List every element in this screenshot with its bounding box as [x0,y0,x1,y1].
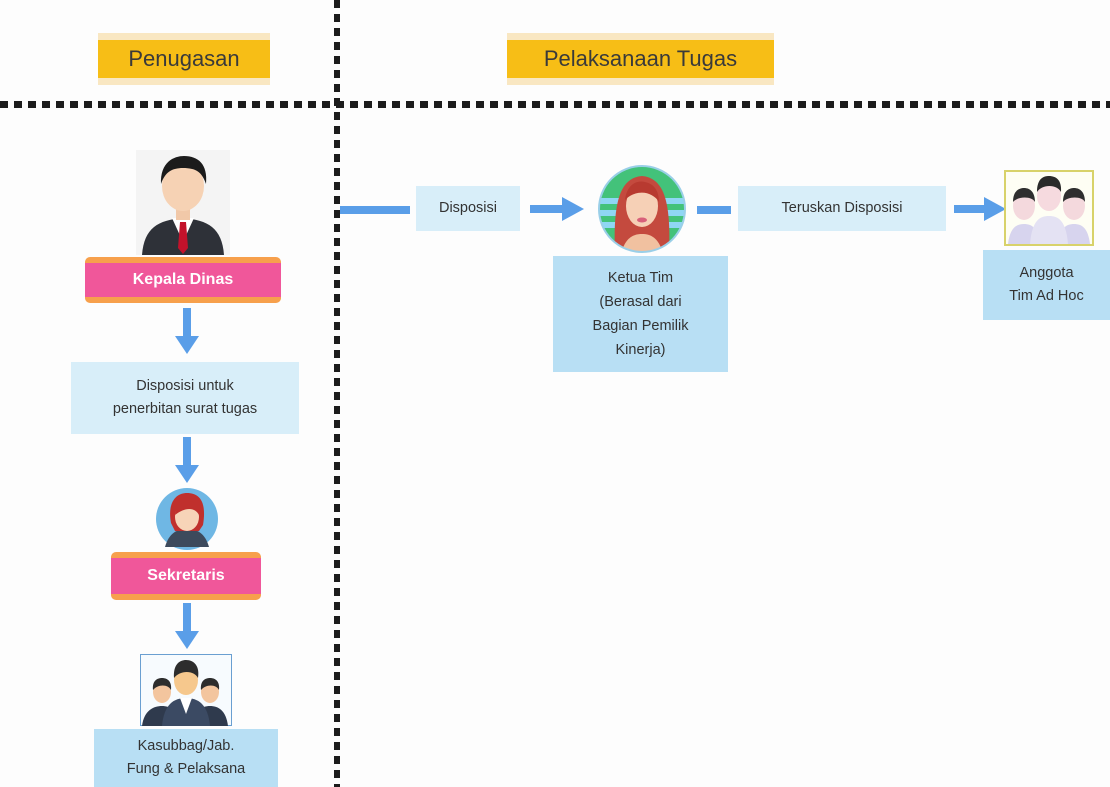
arrow-down-icon [175,308,199,356]
team-icon [140,654,232,726]
header-pelaksanaan-tugas: Pelaksanaan Tugas [507,33,774,85]
box-disposisi: Disposisi [416,186,520,231]
box-disposisi-surat-tugas: Disposisi untuk penerbitan surat tugas [71,362,299,434]
woman-avatar-icon [155,487,219,551]
vertical-divider [334,0,340,787]
arrow-right-icon [954,197,1006,221]
role-sekretaris: Sekretaris [111,552,261,600]
box-teruskan-disposisi: Teruskan Disposisi [738,186,946,231]
box-kasubbag: Kasubbag/Jab. Fung & Pelaksana [94,729,278,787]
connector-line [340,206,410,214]
man-suit-icon [136,150,230,255]
role-kepala-dinas: Kepala Dinas [85,257,281,303]
horizontal-divider [0,101,1110,108]
arrow-down-icon [175,437,199,485]
connector-line [697,206,731,214]
box-ketua-tim: Ketua Tim (Berasal dari Bagian Pemilik K… [553,256,728,372]
group-icon [1004,170,1094,246]
header-penugasan: Penugasan [98,33,270,85]
arrow-down-icon [175,603,199,651]
woman-portrait-icon [597,164,687,254]
box-anggota: Anggota Tim Ad Hoc [983,250,1110,320]
arrow-right-icon [530,197,584,221]
